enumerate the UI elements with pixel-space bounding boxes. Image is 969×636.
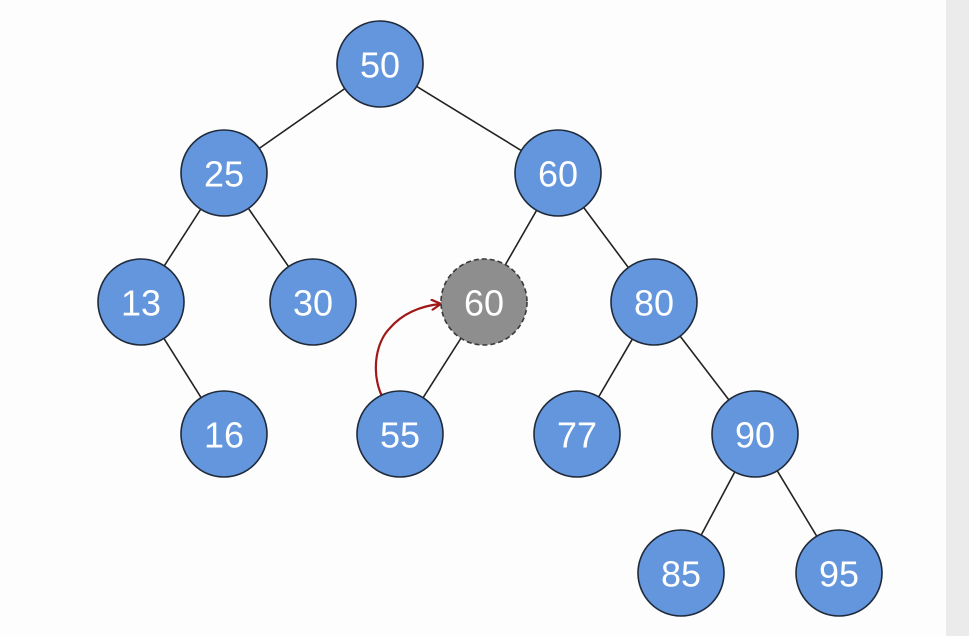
tree-node-25: 25	[180, 129, 268, 217]
node-label: 77	[557, 415, 597, 456]
tree-node-77: 77	[533, 390, 621, 478]
tree-node-50: 50	[336, 20, 424, 108]
node-label: 25	[204, 154, 244, 195]
node-circle	[180, 390, 268, 478]
node-circle	[795, 529, 883, 617]
move-arrow	[374, 304, 440, 410]
node-label: 90	[735, 415, 775, 456]
node-label: 50	[360, 45, 400, 86]
tree-node-30: 30	[269, 258, 357, 346]
tree-node-55: 55	[356, 390, 444, 478]
tree-node-95: 95	[795, 529, 883, 617]
node-label: 80	[634, 283, 674, 324]
node-circle	[440, 258, 528, 346]
removed-node-60: 60	[440, 258, 528, 346]
tree-node-90: 90	[711, 390, 799, 478]
node-label: 95	[819, 554, 859, 595]
nodes-layer: 50 25 60 13 30 60 80 16 55 77 90 85 95	[97, 20, 883, 617]
node-circle	[711, 390, 799, 478]
node-label: 30	[293, 283, 333, 324]
node-circle	[97, 258, 185, 346]
node-circle	[356, 390, 444, 478]
right-margin-strip	[946, 0, 969, 636]
tree-node-80: 80	[610, 258, 698, 346]
node-circle	[180, 129, 268, 217]
node-circle	[637, 529, 725, 617]
node-circle	[610, 258, 698, 346]
arrow-layer	[374, 304, 440, 410]
tree-node-16: 16	[180, 390, 268, 478]
node-label: 16	[204, 415, 244, 456]
node-label: 13	[121, 283, 161, 324]
tree-node-85: 85	[637, 529, 725, 617]
tree-node-60: 60	[514, 129, 602, 217]
tree-node-13: 13	[97, 258, 185, 346]
node-label: 60	[464, 283, 504, 324]
node-circle	[533, 390, 621, 478]
node-circle	[269, 258, 357, 346]
node-label: 55	[380, 415, 420, 456]
node-circle	[336, 20, 424, 108]
node-circle	[514, 129, 602, 217]
node-label: 60	[538, 154, 578, 195]
node-label: 85	[661, 554, 701, 595]
